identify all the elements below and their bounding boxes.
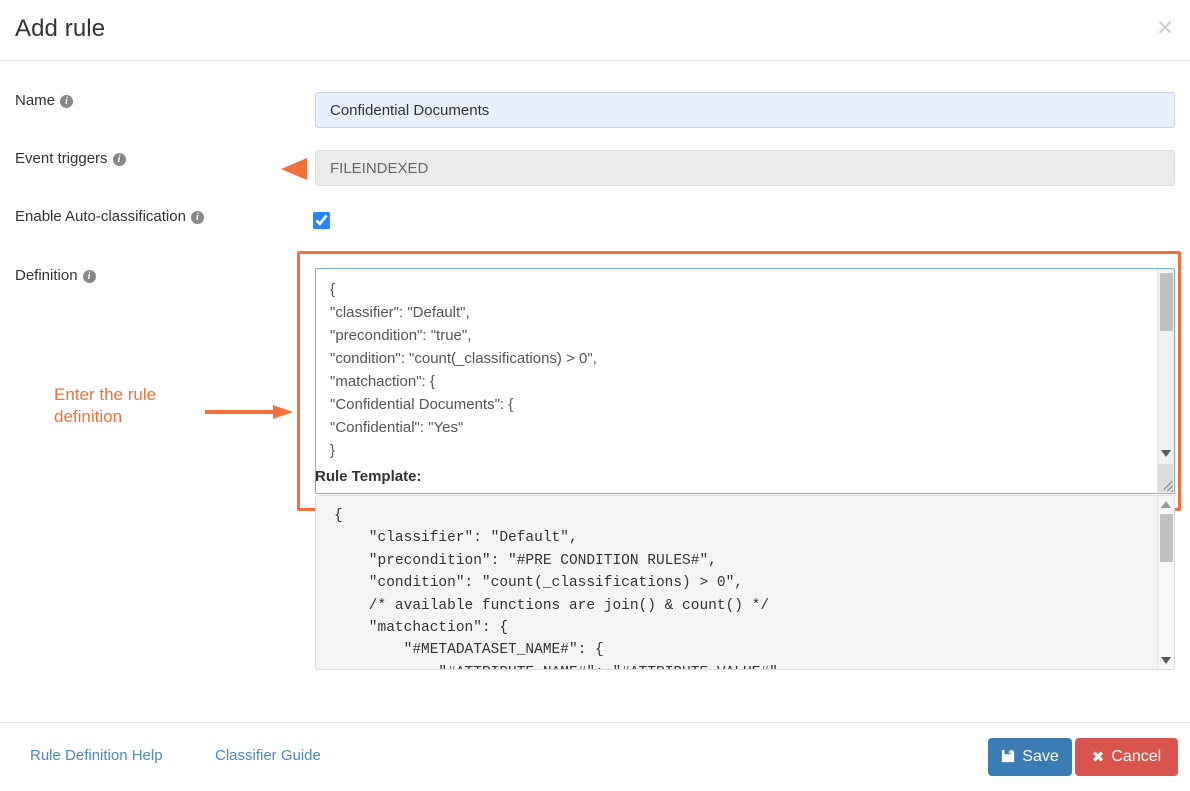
- rule-template-scrollbar[interactable]: [1157, 496, 1174, 669]
- definition-scrollbar-thumb[interactable]: [1160, 273, 1173, 331]
- definition-label: Definition i: [15, 267, 96, 284]
- save-button-label: Save: [1022, 748, 1059, 765]
- info-icon[interactable]: i: [60, 95, 74, 108]
- definition-scrollbar[interactable]: [1157, 269, 1174, 493]
- rule-template-code: { "classifier": "Default", "precondition…: [334, 508, 778, 669]
- chevron-down-icon[interactable]: [1161, 657, 1171, 664]
- close-icon[interactable]: ✕: [1152, 16, 1178, 42]
- info-icon[interactable]: i: [190, 211, 204, 224]
- classifier-guide-link[interactable]: Classifier Guide: [215, 747, 321, 764]
- modal-footer: Rule Definition Help Classifier Guide Sa…: [0, 722, 1190, 791]
- definition-label-text: Definition: [15, 267, 78, 284]
- page-title: Add rule: [15, 15, 106, 42]
- auto-classification-label: Enable Auto-classification i: [15, 208, 204, 225]
- cancel-button[interactable]: ✖ Cancel: [1075, 738, 1178, 776]
- definition-textarea[interactable]: { "classifier": "Default", "precondition…: [315, 268, 1175, 494]
- arrow-right-icon: [205, 405, 293, 419]
- annotation-definition-note: Enter the rule definition: [54, 385, 157, 426]
- resize-grip-icon[interactable]: [1158, 464, 1173, 492]
- event-triggers-input[interactable]: [315, 150, 1175, 186]
- cross-icon: ✖: [1091, 748, 1105, 766]
- info-icon[interactable]: i: [82, 270, 96, 283]
- modal-header: Add rule ✕: [0, 0, 1190, 61]
- rule-template-panel[interactable]: { "classifier": "Default", "precondition…: [315, 495, 1175, 670]
- arrow-left-icon: [281, 158, 307, 180]
- rule-template-scrollbar-thumb[interactable]: [1160, 514, 1173, 562]
- event-triggers-label: Event triggers i: [15, 150, 126, 167]
- chevron-up-icon[interactable]: [1161, 501, 1171, 508]
- info-icon[interactable]: i: [112, 153, 126, 166]
- rule-definition-help-link[interactable]: Rule Definition Help: [30, 747, 163, 764]
- rule-template-label: Rule Template:: [315, 468, 422, 485]
- event-triggers-label-text: Event triggers: [15, 150, 108, 167]
- chevron-down-icon[interactable]: [1161, 450, 1171, 457]
- save-button[interactable]: Save: [988, 738, 1072, 776]
- name-label-text: Name: [15, 92, 56, 109]
- cancel-button-label: Cancel: [1111, 748, 1162, 765]
- auto-classification-checkbox[interactable]: [313, 212, 330, 229]
- floppy-disk-icon: [1001, 749, 1015, 766]
- definition-value: { "classifier": "Default", "precondition…: [330, 281, 597, 459]
- auto-classification-label-text: Enable Auto-classification: [15, 208, 186, 225]
- name-input[interactable]: [315, 92, 1175, 128]
